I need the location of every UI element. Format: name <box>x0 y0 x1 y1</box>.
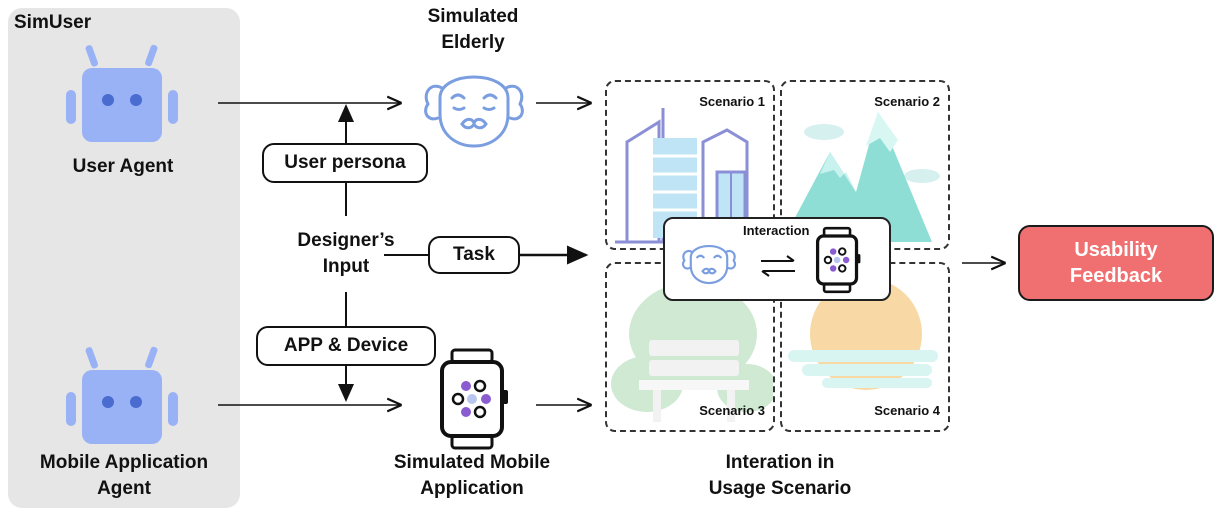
elderly-face-icon <box>424 75 524 148</box>
simulated-mobile-line1: Simulated Mobile <box>393 452 551 473</box>
park-bench-illustration <box>611 282 773 422</box>
scenario-caption-line1: Interation in <box>725 452 835 473</box>
mobile-agent-robot-icon <box>66 346 178 444</box>
usability-feedback-line2: Feedback <box>1069 265 1163 287</box>
usability-feedback-line1: Usability <box>1074 239 1158 261</box>
simulated-elderly-line2: Elderly <box>441 32 505 53</box>
designers-input-line2: Input <box>322 256 370 277</box>
user-agent-robot-icon <box>66 44 178 142</box>
exchange-arrows-icon <box>761 255 795 277</box>
sunset-illustration <box>788 278 938 390</box>
usability-feedback-box: Usability Feedback <box>1018 225 1214 301</box>
scenario-2-label: Scenario 2 <box>874 94 940 109</box>
scenario-3-label: Scenario 3 <box>699 403 765 418</box>
interaction-label: Interaction <box>743 223 810 238</box>
simulated-mobile-label: Simulated Mobile Application <box>372 450 572 502</box>
interaction-box: Interaction <box>663 217 891 301</box>
scenario-4-label: Scenario 4 <box>874 403 940 418</box>
scenario-1-label: Scenario 1 <box>699 94 765 109</box>
simulated-elderly-line1: Simulated <box>427 6 519 27</box>
user-agent-label: User Agent <box>72 156 174 177</box>
designers-input-line1: Designer’s <box>297 230 395 251</box>
mobile-agent-label-line2: Agent <box>97 478 151 499</box>
scenario-caption-line2: Usage Scenario <box>708 478 852 499</box>
simulated-mobile-line2: Application <box>420 478 524 499</box>
scenario-caption: Interation in Usage Scenario <box>680 450 880 502</box>
interaction-elderly-face-icon <box>682 245 736 285</box>
app-device-pill: APP & Device <box>256 326 436 366</box>
simuser-title: SimUser <box>14 12 92 33</box>
simulated-elderly-label: Simulated Elderly <box>398 4 548 56</box>
interaction-smartwatch-icon <box>815 226 861 294</box>
smartwatch-icon <box>440 348 508 450</box>
task-pill: Task <box>428 236 520 274</box>
user-persona-pill: User persona <box>262 143 428 183</box>
mobile-agent-label-line1: Mobile Application <box>39 452 209 473</box>
mountains-illustration <box>782 112 940 242</box>
designers-input-label: Designer’s Input <box>280 228 412 280</box>
mobile-agent-label: Mobile Application Agent <box>14 450 234 502</box>
